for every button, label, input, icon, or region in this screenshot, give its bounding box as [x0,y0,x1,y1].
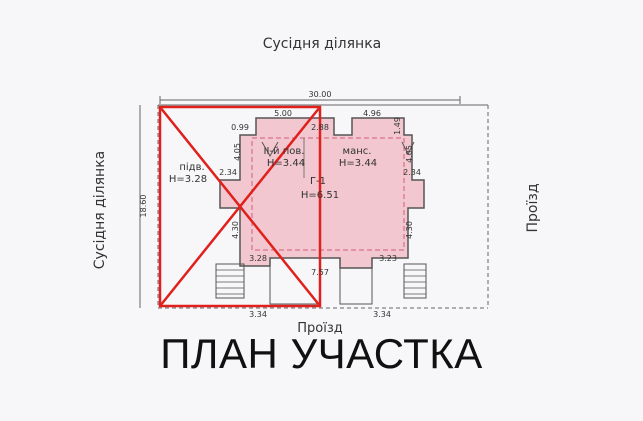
dim-top-total: 30.00 [309,90,332,99]
dim-1860: 18.60 [139,195,148,218]
label-road-right: Проїзд [525,184,541,233]
room-floor2: ІІ-й пов. [264,146,305,157]
dim-328: 3.28 [249,254,267,263]
stairs-right [403,263,427,299]
dim-149: 1.49 [393,117,402,135]
dim-234a: 2.34 [219,168,237,177]
room-mansard-height: Н=3.44 [339,158,377,169]
building-footprint [219,117,425,269]
room-main: Г-1 [310,176,326,187]
dim-099: 0.99 [231,123,249,132]
dim-405b: 4.05 [405,145,414,163]
room-mansard: манс. [343,146,372,157]
plan-caption: ПЛАН УЧАСТКА [160,330,483,377]
dim-top-a: 5.00 [274,109,292,118]
dim-323: 3.23 [379,254,397,263]
room-main-height: Н=6.51 [301,190,339,201]
dim-430a: 4.30 [231,221,240,239]
label-neighbor-left: Сусідня ділянка [92,151,108,269]
plot-boundary [139,96,489,309]
dim-334b: 3.34 [373,310,391,319]
room-basement: підв. [179,161,204,173]
dim-334a: 3.34 [249,310,267,319]
stairs-left [215,263,245,299]
crossed-out-area [158,105,322,308]
building-inner [251,137,405,251]
dim-234b: 2.34 [403,168,421,177]
label-neighbor-top: Сусідня ділянка [263,36,381,52]
room-floor2-height: Н=3.44 [267,158,305,169]
dim-405a: 4.05 [233,143,242,161]
building [215,117,427,305]
dim-430b: 4.30 [405,221,414,239]
dim-757: 7.57 [311,268,329,277]
label-road-bottom: Проїзд [297,321,343,336]
room-basement-height: Н=3.28 [169,174,207,185]
dim-288: 2.88 [311,123,329,132]
dim-top-b: 4.96 [363,109,381,118]
